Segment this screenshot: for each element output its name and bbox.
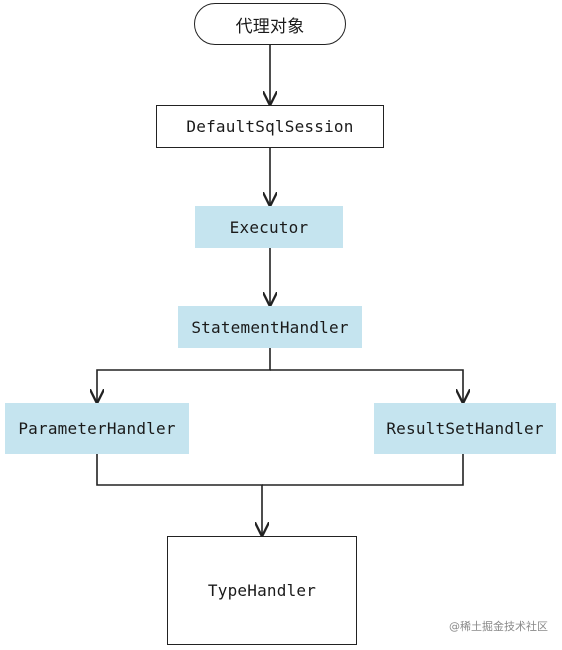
statement-handler-node: StatementHandler (178, 306, 362, 348)
edge-resultset-to-typehandler (262, 454, 464, 486)
executor-node: Executor (195, 206, 343, 248)
statement-handler-label: StatementHandler (191, 317, 349, 337)
edge-statement-to-resultset (270, 369, 463, 402)
executor-label: Executor (229, 217, 309, 237)
result-set-handler-node: ResultSetHandler (374, 403, 556, 454)
watermark-text: @稀土掘金技术社区 (449, 620, 548, 633)
proxy-object-label: 代理对象 (235, 16, 305, 37)
type-handler-label: TypeHandler (207, 581, 317, 600)
result-set-handler-label: ResultSetHandler (386, 419, 544, 438)
default-sql-session-node: DefaultSqlSession (156, 105, 384, 148)
default-sql-session-label: DefaultSqlSession (186, 117, 354, 136)
parameter-handler-label: ParameterHandler (18, 419, 176, 438)
proxy-object-node: 代理对象 (194, 3, 346, 45)
parameter-handler-node: ParameterHandler (5, 403, 189, 454)
edge-statement-to-parameter (97, 348, 271, 402)
type-handler-node: TypeHandler (167, 536, 357, 645)
edge-parameter-to-typehandler (96, 454, 262, 535)
